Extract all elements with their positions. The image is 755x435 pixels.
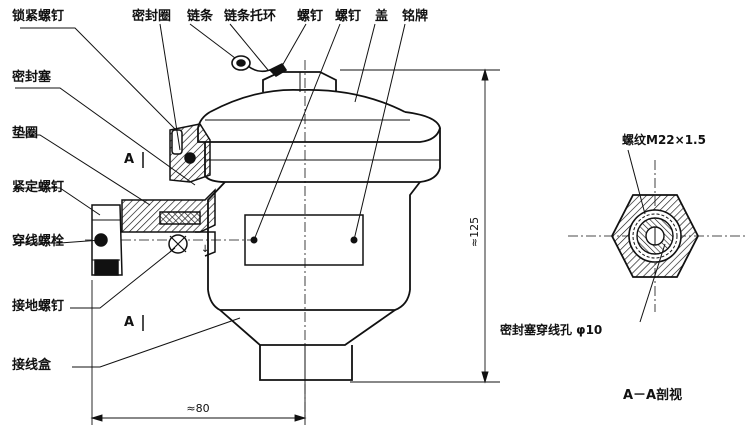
label-gasket: 垫圈 — [12, 126, 39, 141]
label-chain: 链条 — [187, 9, 214, 24]
dim-width-text: ≈80 — [186, 402, 209, 415]
fitting-body — [197, 71, 441, 381]
label-screw-1: 螺钉 — [297, 9, 324, 24]
label-ground-screw: 接地螺钉 — [12, 299, 65, 314]
label-thread-spec: 螺纹M22×1.5 — [622, 133, 706, 147]
label-lock-screw: 锁紧螺钉 — [12, 9, 65, 24]
svg-text:↓: ↓ — [201, 244, 209, 255]
label-section-a-bottom: A — [124, 315, 135, 330]
label-screw-2: 螺钉 — [335, 9, 362, 24]
section-view — [568, 149, 745, 323]
label-seal-hole: 密封塞穿线孔 φ10 — [500, 323, 603, 337]
dimension-height — [340, 68, 500, 384]
leader-lines — [15, 23, 406, 368]
label-junction-box: 接线盒 — [12, 358, 52, 373]
label-seal-plug: 密封塞 — [12, 70, 52, 85]
label-section-a-top: A — [124, 152, 135, 167]
section-title: A－A剖视 — [623, 388, 683, 403]
label-seal-ring: 密封圈 — [132, 9, 172, 24]
label-chain-ring: 链条托环 — [224, 9, 277, 24]
cable-entry: ↓ — [91, 123, 216, 276]
label-cover: 盖 — [375, 9, 389, 24]
dimension-width — [90, 280, 307, 425]
label-set-screw: 紧定螺钉 — [12, 180, 65, 195]
label-nameplate: 铭牌 — [402, 9, 429, 24]
chain — [231, 55, 288, 78]
nameplate — [244, 214, 364, 266]
dim-height-text: ≈125 — [468, 217, 481, 247]
label-thread-bolt: 穿线螺栓 — [12, 234, 65, 249]
